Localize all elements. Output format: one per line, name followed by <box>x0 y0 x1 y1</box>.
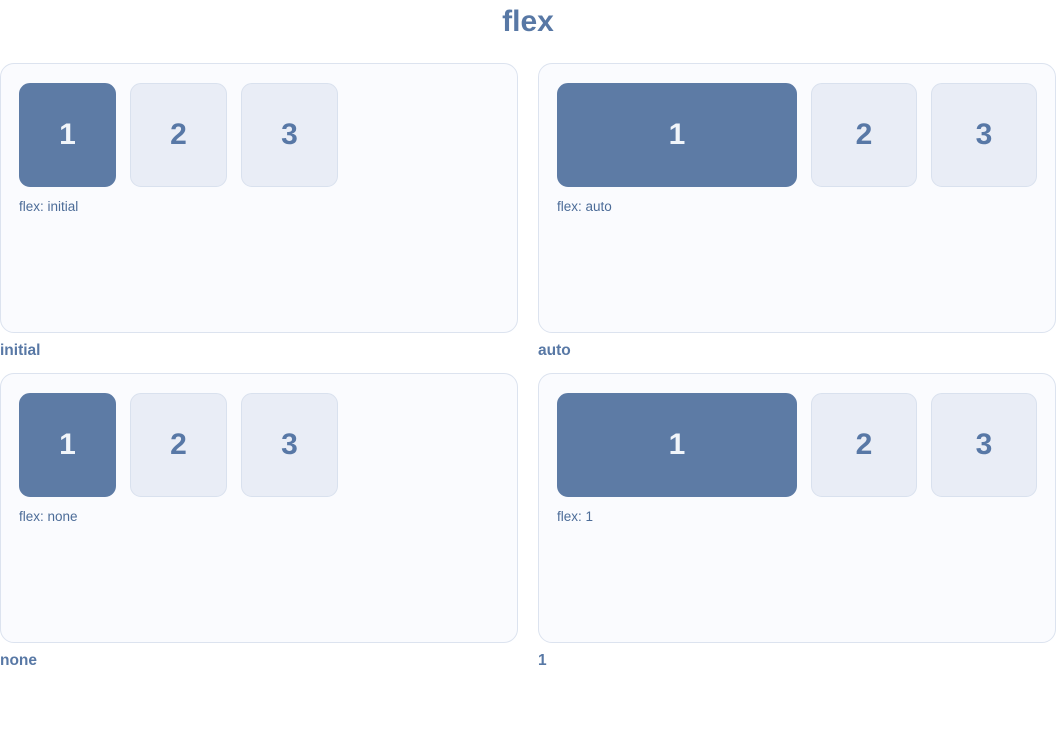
flex-item-3: 3 <box>931 393 1037 497</box>
flex-item-1: 1 <box>19 393 116 497</box>
panel-label-auto: auto <box>538 342 571 359</box>
demo-cell-auto: 1 2 3 flex: auto auto <box>538 63 1056 360</box>
panel-none: 1 2 3 flex: none <box>0 373 518 643</box>
flex-item-2: 2 <box>811 393 917 497</box>
panel-label-1: 1 <box>538 652 547 669</box>
demo-cell-1: 1 2 3 flex: 1 1 <box>538 373 1056 670</box>
flex-item-2: 2 <box>811 83 917 187</box>
panel-label-initial: initial <box>0 342 41 359</box>
flex-item-3: 3 <box>931 83 1037 187</box>
demo-cell-initial: 1 2 3 flex: initial initial <box>0 63 518 360</box>
panel-initial: 1 2 3 flex: initial <box>0 63 518 333</box>
panel-1: 1 2 3 flex: 1 <box>538 373 1056 643</box>
flex-caption-initial: flex: initial <box>19 199 79 214</box>
flex-caption-auto: flex: auto <box>557 199 612 214</box>
flex-container-1: 1 2 3 <box>557 393 1037 497</box>
page-title: flex <box>502 5 554 38</box>
flex-container-none: 1 2 3 <box>19 393 499 497</box>
panel-auto: 1 2 3 flex: auto <box>538 63 1056 333</box>
flex-item-2: 2 <box>130 83 227 187</box>
flex-item-3: 3 <box>241 393 338 497</box>
panel-label-none: none <box>0 652 38 669</box>
flex-item-1: 1 <box>557 393 797 497</box>
flex-demo-page: flex 1 2 3 flex: initial initial 1 2 3 <box>0 5 1056 670</box>
flex-item-2: 2 <box>130 393 227 497</box>
flex-container-initial: 1 2 3 <box>19 83 499 187</box>
demo-cell-none: 1 2 3 flex: none none <box>0 373 518 670</box>
flex-caption-1: flex: 1 <box>557 509 594 524</box>
flex-caption-none: flex: none <box>19 509 78 524</box>
flex-item-1: 1 <box>557 83 797 187</box>
demo-grid: 1 2 3 flex: initial initial 1 2 3 flex: … <box>0 63 1056 670</box>
flex-item-1: 1 <box>19 83 116 187</box>
flex-item-3: 3 <box>241 83 338 187</box>
flex-container-auto: 1 2 3 <box>557 83 1037 187</box>
